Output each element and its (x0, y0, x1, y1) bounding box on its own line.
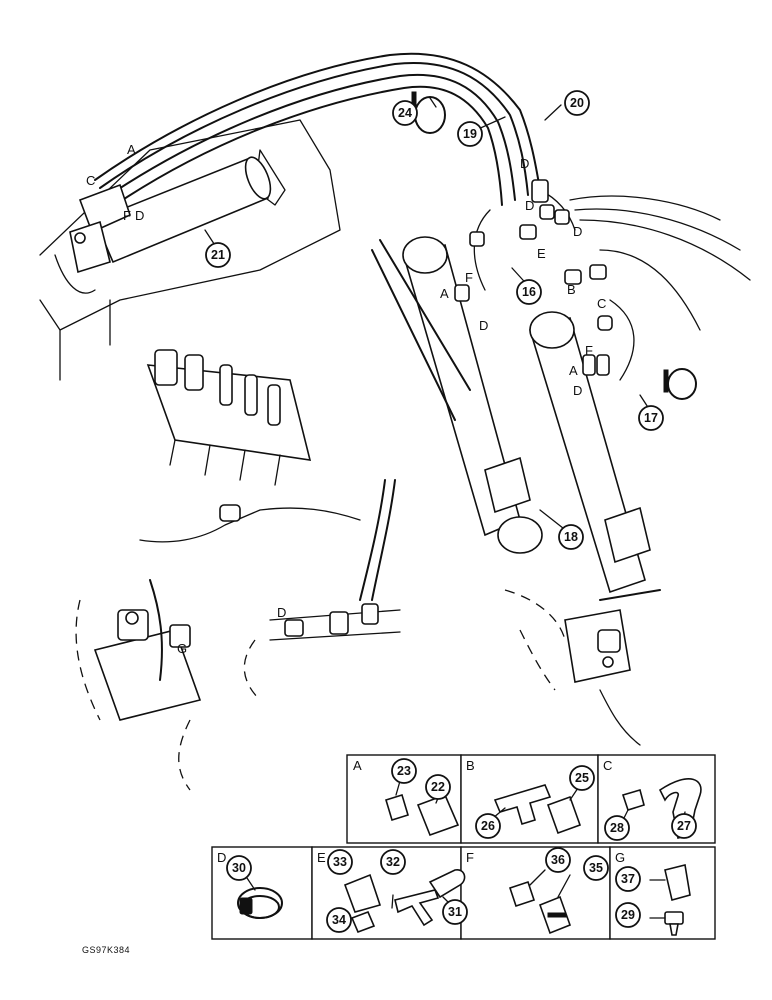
panel-D-parts (237, 877, 283, 919)
callout-18: 18 (558, 524, 584, 550)
svg-text:26: 26 (481, 819, 495, 833)
label-F-right: F (585, 343, 593, 358)
label-D-top: D (520, 156, 529, 171)
svg-text:27: 27 (677, 819, 691, 833)
lower-right-valve (504, 589, 641, 746)
panel-B-label: B (466, 758, 475, 773)
panel-A-parts (385, 780, 460, 837)
label-B: B (567, 282, 576, 297)
callout-17: 17 (638, 405, 664, 431)
panel-D-label: D (217, 850, 226, 865)
svg-text:22: 22 (431, 780, 445, 794)
detail-callouts: 23 22 25 26 28 27 30 33 32 31 34 36 35 3… (226, 758, 697, 933)
label-E: E (537, 246, 546, 261)
panel-A-label: A (353, 758, 362, 773)
callout-30: 30 (226, 855, 252, 881)
svg-text:17: 17 (644, 411, 658, 425)
callout-28: 28 (604, 815, 630, 841)
callout-19: 19 (457, 121, 483, 147)
figure-reference-code: GS97K384 (82, 945, 130, 955)
callout-33: 33 (327, 849, 353, 875)
callout-27: 27 (671, 813, 697, 839)
svg-text:28: 28 (610, 821, 624, 835)
callout-16: 16 (516, 279, 542, 305)
svg-text:23: 23 (397, 764, 411, 778)
svg-text:34: 34 (332, 913, 346, 927)
label-F-mid: F (465, 270, 473, 285)
label-A-mid: A (440, 286, 449, 301)
callout-29: 29 (615, 902, 641, 928)
panel-B-parts (492, 784, 582, 835)
svg-text:30: 30 (232, 861, 246, 875)
label-F-left: F (123, 208, 131, 223)
callout-23: 23 (391, 758, 417, 784)
svg-text:33: 33 (333, 855, 347, 869)
label-C-right: C (597, 296, 606, 311)
label-D-center: D (277, 605, 286, 620)
label-A-left: A (127, 142, 136, 157)
center-pipe-detail (243, 479, 401, 701)
callout-34: 34 (326, 907, 352, 933)
callout-32: 32 (380, 849, 406, 875)
label-A-right: A (569, 363, 578, 378)
callout-35: 35 (583, 855, 609, 881)
svg-text:25: 25 (575, 771, 589, 785)
svg-text:18: 18 (564, 530, 578, 544)
left-cylinder (54, 156, 272, 294)
label-D-lower: D (479, 318, 488, 333)
callout-26: 26 (475, 813, 501, 839)
panel-E-parts (343, 869, 466, 934)
lower-left-valve (75, 579, 202, 791)
main-callouts: 24 20 19 21 16 17 18 (205, 90, 664, 550)
label-D-right: D (573, 224, 582, 239)
panel-F-label: F (466, 850, 474, 865)
panel-E-label: E (317, 850, 326, 865)
label-D-left: D (135, 208, 144, 223)
panel-F-parts (508, 869, 572, 935)
svg-text:20: 20 (570, 96, 584, 110)
callout-24: 24 (392, 100, 418, 126)
control-valve-block (139, 349, 361, 543)
svg-text:36: 36 (551, 853, 565, 867)
label-D-mid: D (525, 198, 534, 213)
svg-text:32: 32 (386, 855, 400, 869)
hose-clamp-17 (663, 368, 697, 400)
svg-text:29: 29 (621, 908, 635, 922)
upper-manifold-fittings (454, 179, 751, 381)
svg-text:19: 19 (463, 127, 477, 141)
callout-25: 25 (569, 765, 595, 791)
callout-20: 20 (564, 90, 590, 116)
callout-36: 36 (545, 847, 571, 873)
callout-21: 21 (205, 242, 231, 268)
svg-text:24: 24 (398, 106, 412, 120)
callout-31: 31 (442, 899, 468, 925)
svg-text:37: 37 (621, 872, 635, 886)
panel-G-parts (649, 864, 691, 936)
svg-text:21: 21 (211, 248, 225, 262)
lift-cylinders (371, 236, 661, 601)
panel-G-label: G (615, 850, 625, 865)
panel-C-label: C (603, 758, 612, 773)
label-G: G (177, 641, 187, 656)
label-C-left: C (86, 173, 95, 188)
label-D-right2: D (573, 383, 582, 398)
svg-text:16: 16 (522, 285, 536, 299)
callout-22: 22 (425, 774, 451, 800)
svg-text:35: 35 (589, 861, 603, 875)
panel-D (211, 846, 313, 940)
callout-37: 37 (615, 866, 641, 892)
boom-hose-illustration (39, 52, 751, 791)
svg-text:31: 31 (448, 905, 462, 919)
letter-labels: A C F D D D D E F A D B C F A D D G (86, 142, 606, 656)
